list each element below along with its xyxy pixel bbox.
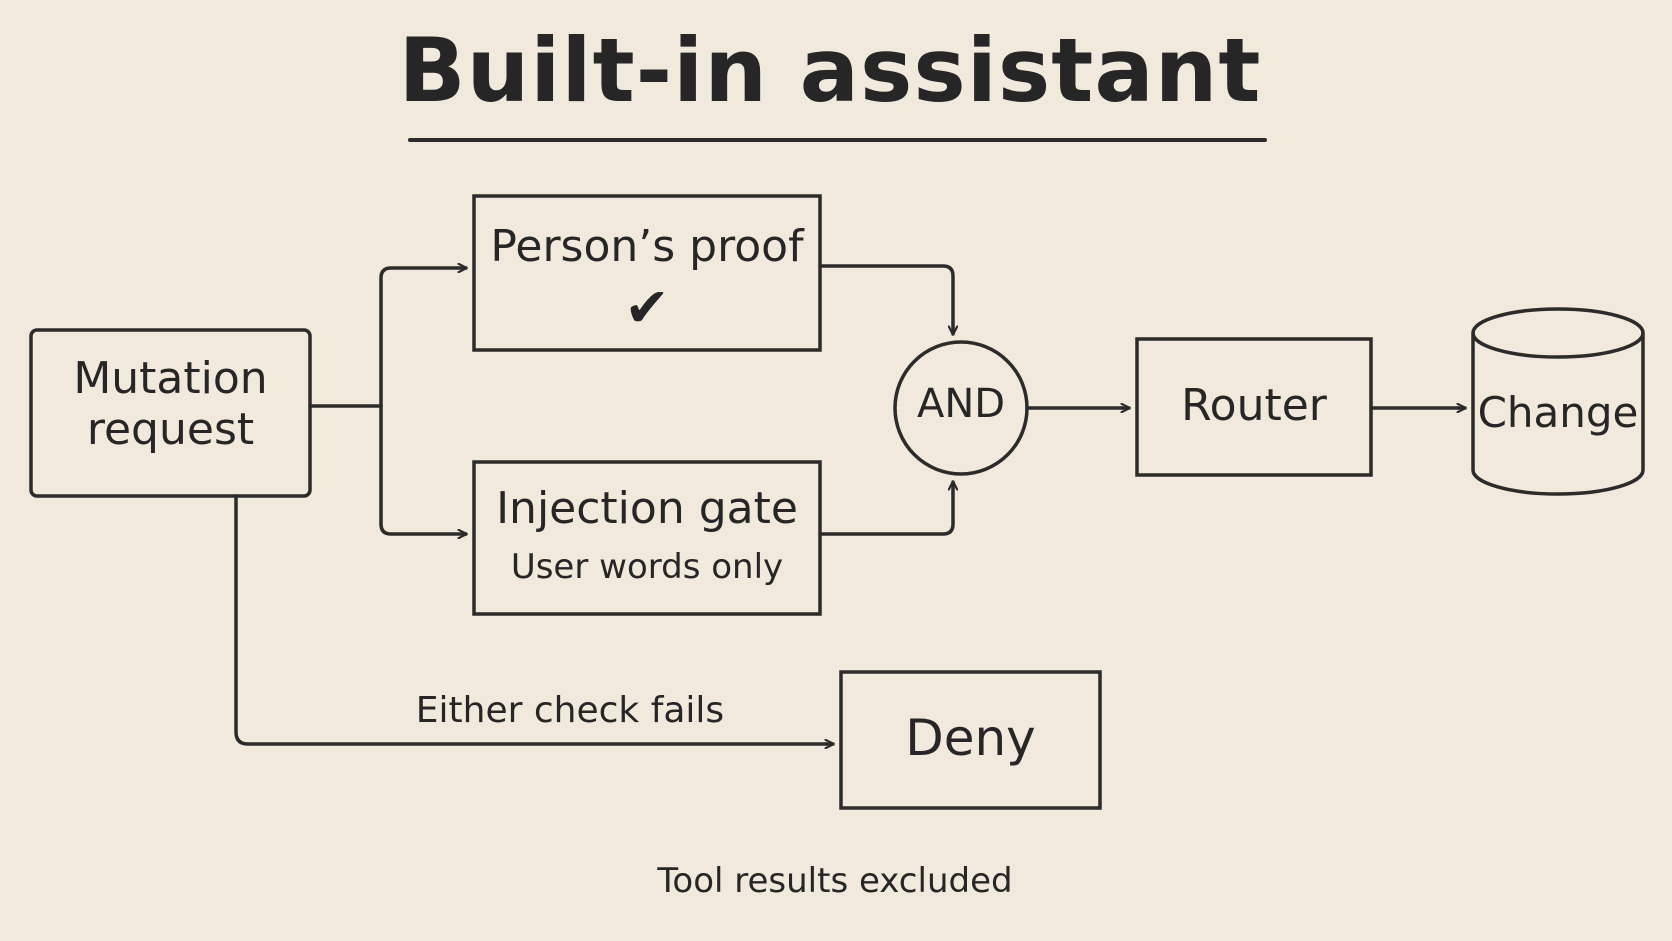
arrow-to-injection-gate (379, 404, 468, 534)
mutation-request-label: Mutation request (31, 353, 310, 455)
page-title: Built-in assistant (398, 19, 1262, 122)
mutation-request-line1: Mutation (73, 353, 268, 404)
mutation-request-box (29, 328, 312, 498)
arrow-proof-to-and (818, 264, 953, 336)
persons-proof-label: Person’s proof (490, 221, 804, 272)
deny-label: Deny (905, 709, 1036, 767)
footnote: Tool results excluded (657, 861, 1013, 901)
injection-gate-box (472, 460, 822, 616)
checkmark-icon: ✔ (624, 276, 670, 339)
deny-box (839, 670, 1102, 810)
injection-gate-label: Injection gate (496, 483, 798, 534)
and-gate-label: AND (916, 381, 1006, 427)
change-cylinder (1471, 307, 1645, 496)
arrow-request-to-deny (234, 494, 835, 744)
arrow-gate-to-and (818, 480, 953, 536)
persons-proof-box (472, 194, 822, 352)
injection-gate-sublabel: User words only (510, 547, 784, 587)
deny-edge-label: Either check fails (415, 690, 725, 731)
mutation-request-line2: request (86, 403, 255, 455)
change-label: Change (1477, 388, 1639, 437)
arrow-to-persons-proof (379, 268, 468, 408)
router-label: Router (1181, 380, 1327, 431)
